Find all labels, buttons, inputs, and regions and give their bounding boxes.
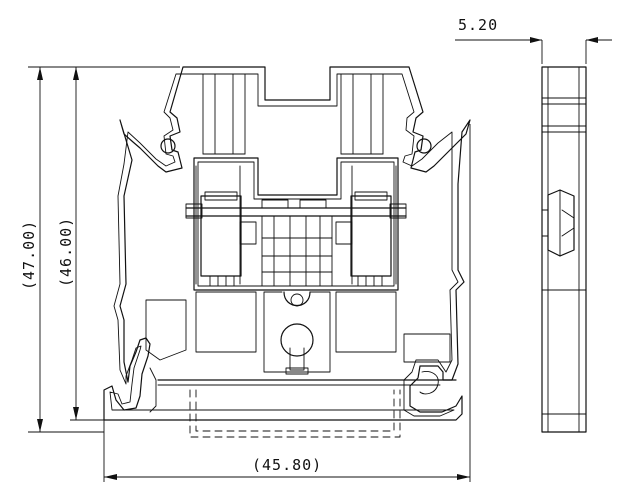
side-view: [541, 66, 587, 433]
mounting-hole-right: [416, 138, 432, 154]
keyhole-slot: [280, 291, 314, 375]
clamp-chamber: [193, 157, 399, 291]
dim-label-height-body: (46.00): [57, 217, 75, 287]
foot-hook-left: [149, 367, 157, 413]
dimension-height-body: (46.00): [57, 67, 104, 421]
lower-pockets: [145, 291, 451, 373]
dim-label-height-total: (47.00): [20, 220, 38, 290]
top-slot-left: [202, 73, 246, 155]
current-bar: [185, 199, 407, 287]
dimension-width-side: 5.20: [455, 16, 612, 64]
dim-label-width-side: 5.20: [458, 16, 498, 34]
front-view: [103, 66, 471, 438]
foot-hook-right: [419, 371, 439, 395]
clamp-left: [185, 191, 257, 287]
dimension-width-total: (45.80): [103, 124, 471, 482]
din-rail-hidden: [189, 389, 401, 438]
body-outline: [103, 66, 471, 421]
top-slot-right: [340, 73, 384, 155]
dim-label-width-total: (45.80): [252, 456, 322, 474]
clamp-right: [335, 191, 407, 287]
dimension-height-total: (47.00): [20, 66, 180, 433]
mounting-hole-left: [160, 138, 176, 154]
body-inner-outline: [109, 73, 459, 417]
